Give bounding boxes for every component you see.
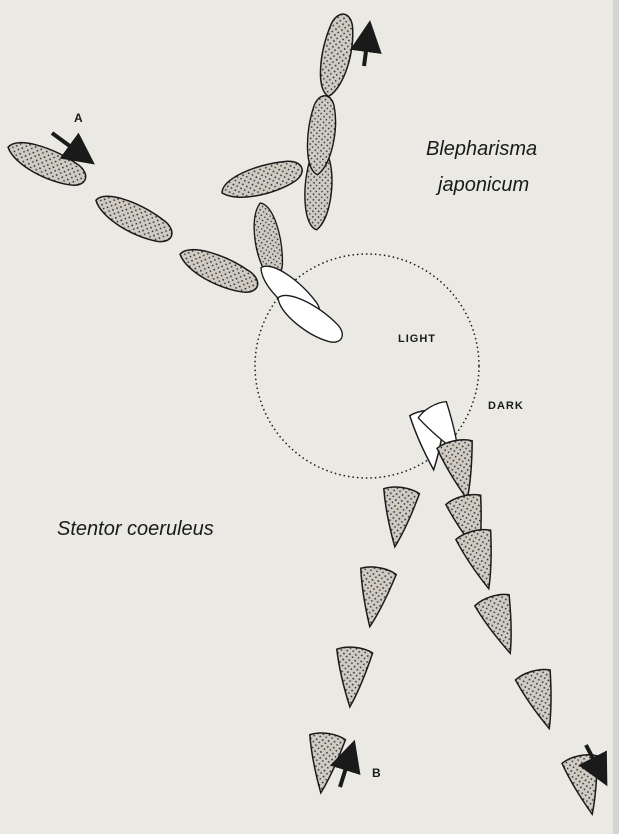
stentor-cell — [514, 666, 565, 733]
blepharisma-path — [3, 12, 358, 349]
arrow-icon — [364, 36, 368, 66]
arrow-icon — [340, 755, 350, 787]
stentor-cell — [436, 437, 484, 503]
light-label: LIGHT — [398, 333, 436, 345]
marker-b: B — [372, 766, 381, 780]
stentor-cell — [376, 485, 420, 549]
stentor-cell — [331, 646, 373, 709]
stentor-cell — [455, 527, 505, 594]
blepharisma-cell — [305, 95, 338, 176]
blepharisma-cell — [175, 242, 263, 299]
blepharisma-cell — [218, 154, 306, 206]
dark-label: DARK — [488, 400, 524, 412]
stentor-cell — [351, 565, 397, 630]
species-label-stentor: Stentor coeruleus — [57, 517, 214, 541]
species-label-blepharisma: Blepharisma — [426, 137, 537, 161]
blepharisma-cell — [315, 12, 357, 99]
stentor-cell — [561, 752, 609, 818]
species-label-blepharisma-2: japonicum — [438, 173, 529, 197]
stentor-cell — [474, 591, 527, 659]
marker-a: A — [74, 111, 83, 125]
blepharisma-cell — [3, 135, 91, 192]
blepharisma-cell — [90, 188, 178, 249]
